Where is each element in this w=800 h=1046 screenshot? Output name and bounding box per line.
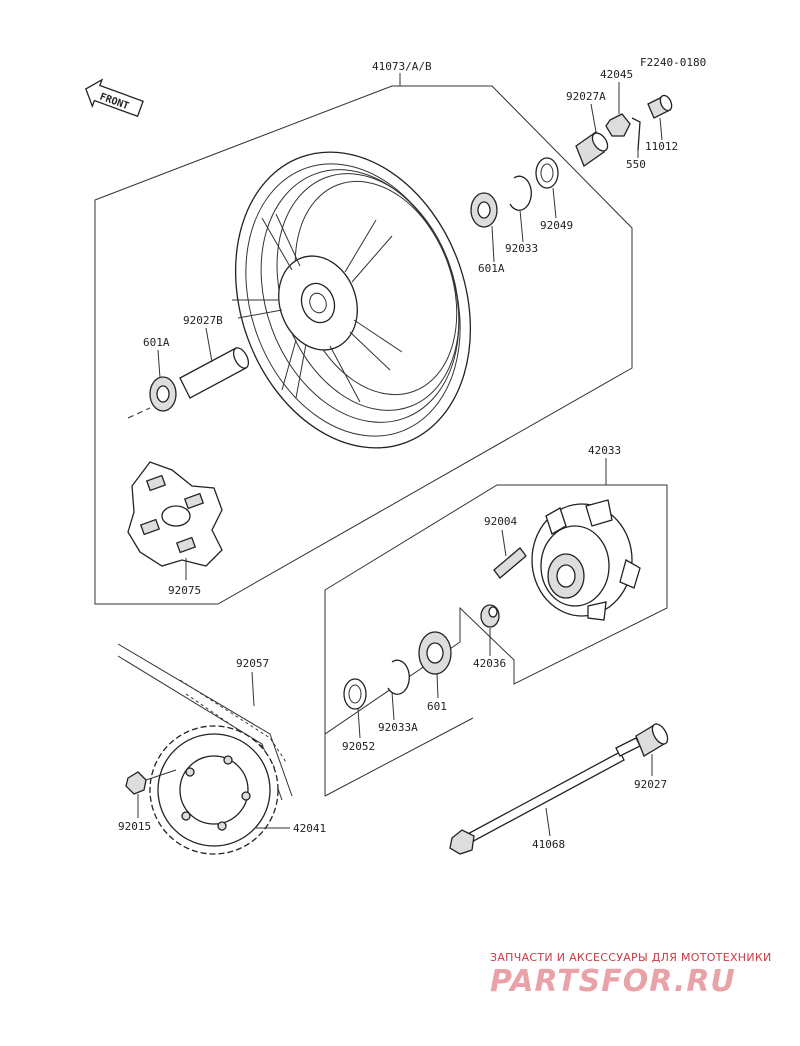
label-41068: 41068: [532, 838, 565, 851]
damper-92075: [127, 461, 223, 567]
label-42041: 42041: [293, 822, 326, 835]
label-42045: 42045: [600, 68, 633, 81]
nut-42045: [605, 113, 631, 137]
coupling-42033: [531, 499, 641, 621]
stud-92004: [493, 547, 527, 579]
seal-92049: [535, 157, 559, 189]
sprocket-42041: [149, 725, 279, 855]
rear-wheel: [232, 151, 472, 449]
cotter-pin-550: [631, 117, 641, 151]
label-41073: 41073/A/B: [372, 60, 432, 73]
wheel-group-outline: [94, 85, 633, 605]
label-92052: 92052: [342, 740, 375, 753]
front-arrow-icon: FRONT: [85, 78, 144, 118]
circlip-92033a: [387, 659, 410, 695]
label-92049: 92049: [540, 219, 573, 232]
label-601: 601: [427, 700, 447, 713]
label-11012: 11012: [645, 140, 678, 153]
label-92057: 92057: [236, 657, 269, 670]
circlip-92033: [509, 175, 532, 211]
label-42033: 42033: [588, 444, 621, 457]
label-92027b: 92027B: [183, 314, 223, 327]
label-92033: 92033: [505, 242, 538, 255]
label-601a-left: 601A: [143, 336, 170, 349]
watermark-logo: PARTSFOR.RU: [490, 964, 736, 999]
label-601a-top: 601A: [478, 262, 505, 275]
label-92027a: 92027A: [566, 90, 606, 103]
label-92015: 92015: [118, 820, 151, 833]
watermark-tagline: ЗАПЧАСТИ И АКСЕССУАРЫ ДЛЯ МОТОТЕХНИКИ: [490, 951, 772, 964]
label-92004: 92004: [484, 515, 517, 528]
figure-code: F2240-0180: [640, 56, 706, 69]
label-92033a: 92033A: [378, 721, 418, 734]
label-550: 550: [626, 158, 646, 171]
axle-41068: [449, 737, 641, 855]
label-92075: 92075: [168, 584, 201, 597]
label-42036: 42036: [473, 657, 506, 670]
seal-92052: [343, 678, 367, 710]
label-92027: 92027: [634, 778, 667, 791]
nut-92015: [125, 771, 147, 795]
